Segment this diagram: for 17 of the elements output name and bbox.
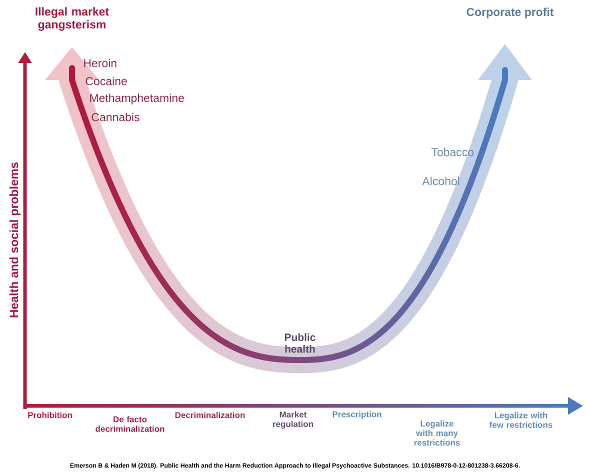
policy-label: Legalize with few restrictions — [490, 412, 552, 428]
drug-label: Cannabis — [92, 112, 140, 122]
drug-label: Heroin — [84, 58, 116, 68]
policy-label: Decriminalization — [175, 412, 245, 418]
drug-label: Methamphetamine — [90, 94, 184, 104]
axis-label: Illegal market gangsterism — [36, 7, 109, 31]
policy-label: Prescription — [332, 411, 382, 419]
axis-label: Corporate profit — [466, 8, 554, 18]
drug-label: Cocaine — [86, 76, 127, 86]
policy-label: De facto decriminalization — [96, 416, 164, 432]
drug-label: Tobacco — [431, 148, 474, 156]
axis-label: Health and social problems — [9, 162, 21, 318]
policy-label: Legalize with many restrictions — [414, 420, 460, 446]
policy-label: Prohibition — [28, 412, 72, 418]
policy-label: Market regulation — [273, 411, 313, 429]
drug-label: Alcohol — [422, 176, 460, 186]
curve-label: Public health — [284, 333, 316, 353]
